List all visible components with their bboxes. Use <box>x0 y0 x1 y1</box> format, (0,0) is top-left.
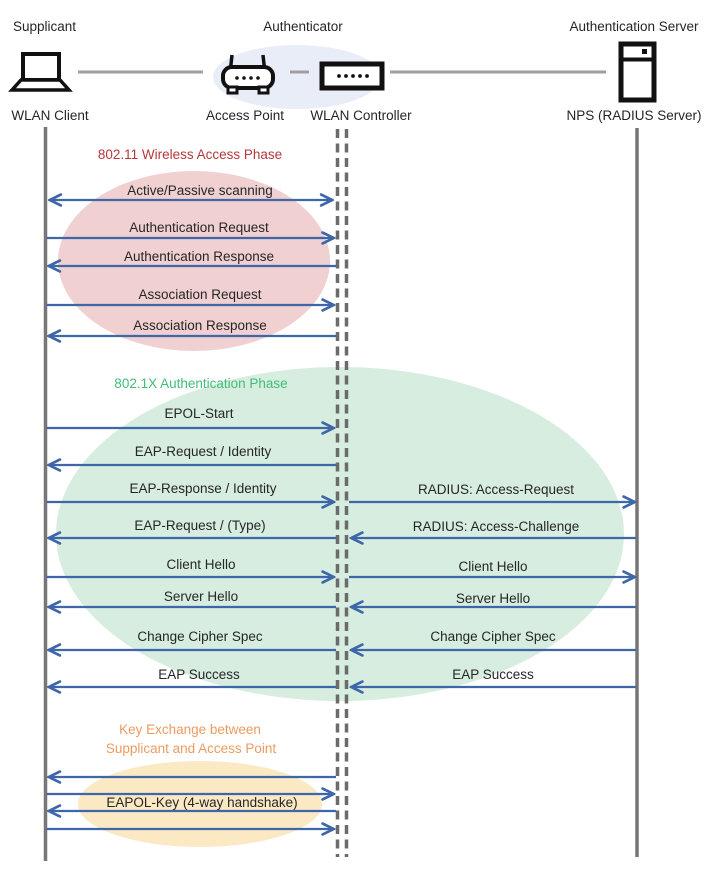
message-label: EAP Success <box>452 667 534 682</box>
phase1-title: 802.11 Wireless Access Phase <box>97 147 283 162</box>
message-label: EAP-Response / Identity <box>129 481 277 496</box>
message-label: Association Response <box>133 318 267 333</box>
message-label: Server Hello <box>163 589 239 604</box>
phase3-title-line1: Key Exchange between <box>119 722 261 737</box>
message-label: RADIUS: Access-Challenge <box>412 519 580 534</box>
message-label: EAP Success <box>158 667 240 682</box>
message-label: EAP-Request / Identity <box>134 444 272 459</box>
message-label: Authentication Response <box>123 249 275 264</box>
node-nps-label: NPS (RADIUS Server) <box>566 108 702 123</box>
message-label: Association Request <box>138 287 262 302</box>
wlan-controller-icon <box>319 61 385 91</box>
phase3-ellipse <box>78 761 322 847</box>
role-supplicant-label: Supplicant <box>13 19 77 34</box>
message-label: EAPOL-Key (4-way handshake) <box>106 795 298 810</box>
laptop-icon <box>8 52 73 92</box>
message-label: Active/Passive scanning <box>127 183 273 198</box>
node-wlan-controller-label: WLAN Controller <box>310 108 412 123</box>
message-label: Authentication Request <box>129 220 269 235</box>
access-point-icon <box>221 54 275 95</box>
role-authenticator-label: Authenticator <box>263 19 343 34</box>
authenticator-group-ellipse <box>213 45 381 109</box>
message-arrows <box>46 200 637 829</box>
message-label: Client Hello <box>166 557 236 572</box>
message-label: EPOL-Start <box>164 406 234 421</box>
server-icon <box>618 41 657 103</box>
role-authentication-server-label: Authentication Server <box>569 19 699 34</box>
message-label: Server Hello <box>455 591 531 606</box>
message-label: RADIUS: Access-Request <box>417 482 575 497</box>
phase2-ellipse <box>56 367 624 701</box>
message-label: Change Cipher Spec <box>430 629 556 644</box>
message-label: Change Cipher Spec <box>137 629 263 644</box>
node-access-point-label: Access Point <box>205 108 285 123</box>
phase2-title: 802.1X Authentication Phase <box>114 376 288 391</box>
message-label: Client Hello <box>458 559 528 574</box>
phase3-title-line2: Supplicant and Access Point <box>105 741 277 756</box>
node-wlan-client-label: WLAN Client <box>11 108 89 123</box>
message-label: EAP-Request / (Type) <box>134 518 266 533</box>
